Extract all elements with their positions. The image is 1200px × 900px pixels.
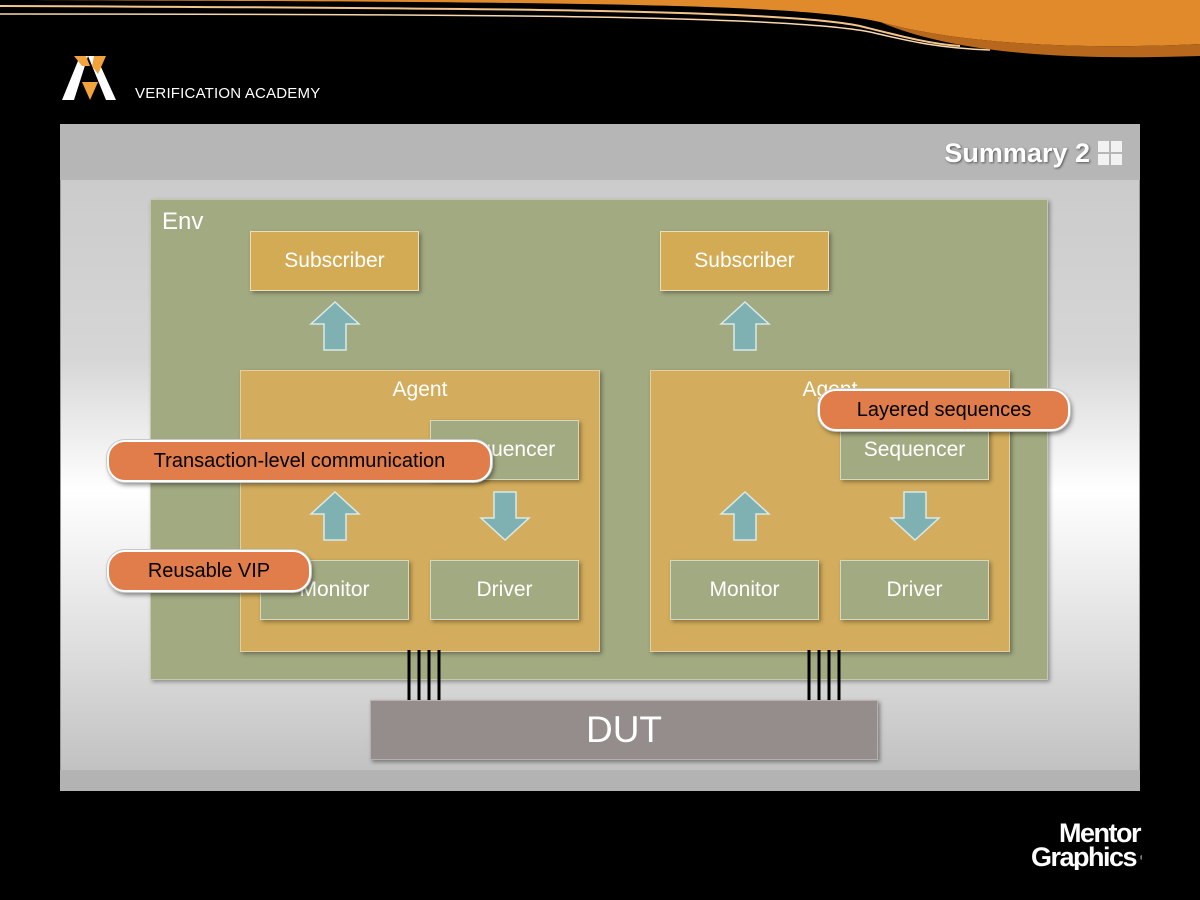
monitor-box-2: Monitor [670, 560, 819, 620]
subscriber-box-1: Subscriber [250, 231, 419, 291]
driver-box-1: Driver [430, 560, 579, 620]
signal-wires-1 [407, 650, 441, 700]
arrow-up-icon [309, 490, 361, 541]
slide-header-bar [60, 124, 1140, 180]
agent-label-1: Agent [392, 378, 448, 401]
arrow-up-icon [719, 300, 771, 351]
callout-transaction-level: Transaction-level communication [107, 440, 492, 482]
callout-layered-sequences: Layered sequences [818, 389, 1070, 431]
arrow-down-icon [889, 491, 941, 542]
verification-academy-logo [62, 56, 116, 100]
svg-text:Graphics: Graphics [1031, 842, 1137, 870]
mentor-graphics-logo: Mentor Graphics ® [1031, 818, 1142, 870]
subscriber-box-2: Subscriber [660, 231, 829, 291]
arrow-down-icon [479, 491, 531, 542]
signal-wires-2 [807, 650, 841, 700]
dut-box: DUT [370, 700, 878, 760]
svg-text:®: ® [1140, 855, 1142, 862]
callout-reusable-vip: Reusable VIP [107, 550, 311, 592]
windows-grid-icon [1098, 141, 1122, 165]
header-swoosh [0, 0, 1200, 58]
arrow-up-icon [309, 300, 361, 351]
driver-box-2: Driver [840, 560, 989, 620]
slide-footer-bar [60, 770, 1140, 791]
arrow-up-icon [719, 490, 771, 541]
academy-name: VERIFICATION ACADEMY [135, 85, 321, 102]
slide-title: Summary 2 [944, 138, 1090, 168]
env-label: Env [162, 208, 204, 235]
svg-text:Mentor: Mentor [1059, 818, 1142, 848]
